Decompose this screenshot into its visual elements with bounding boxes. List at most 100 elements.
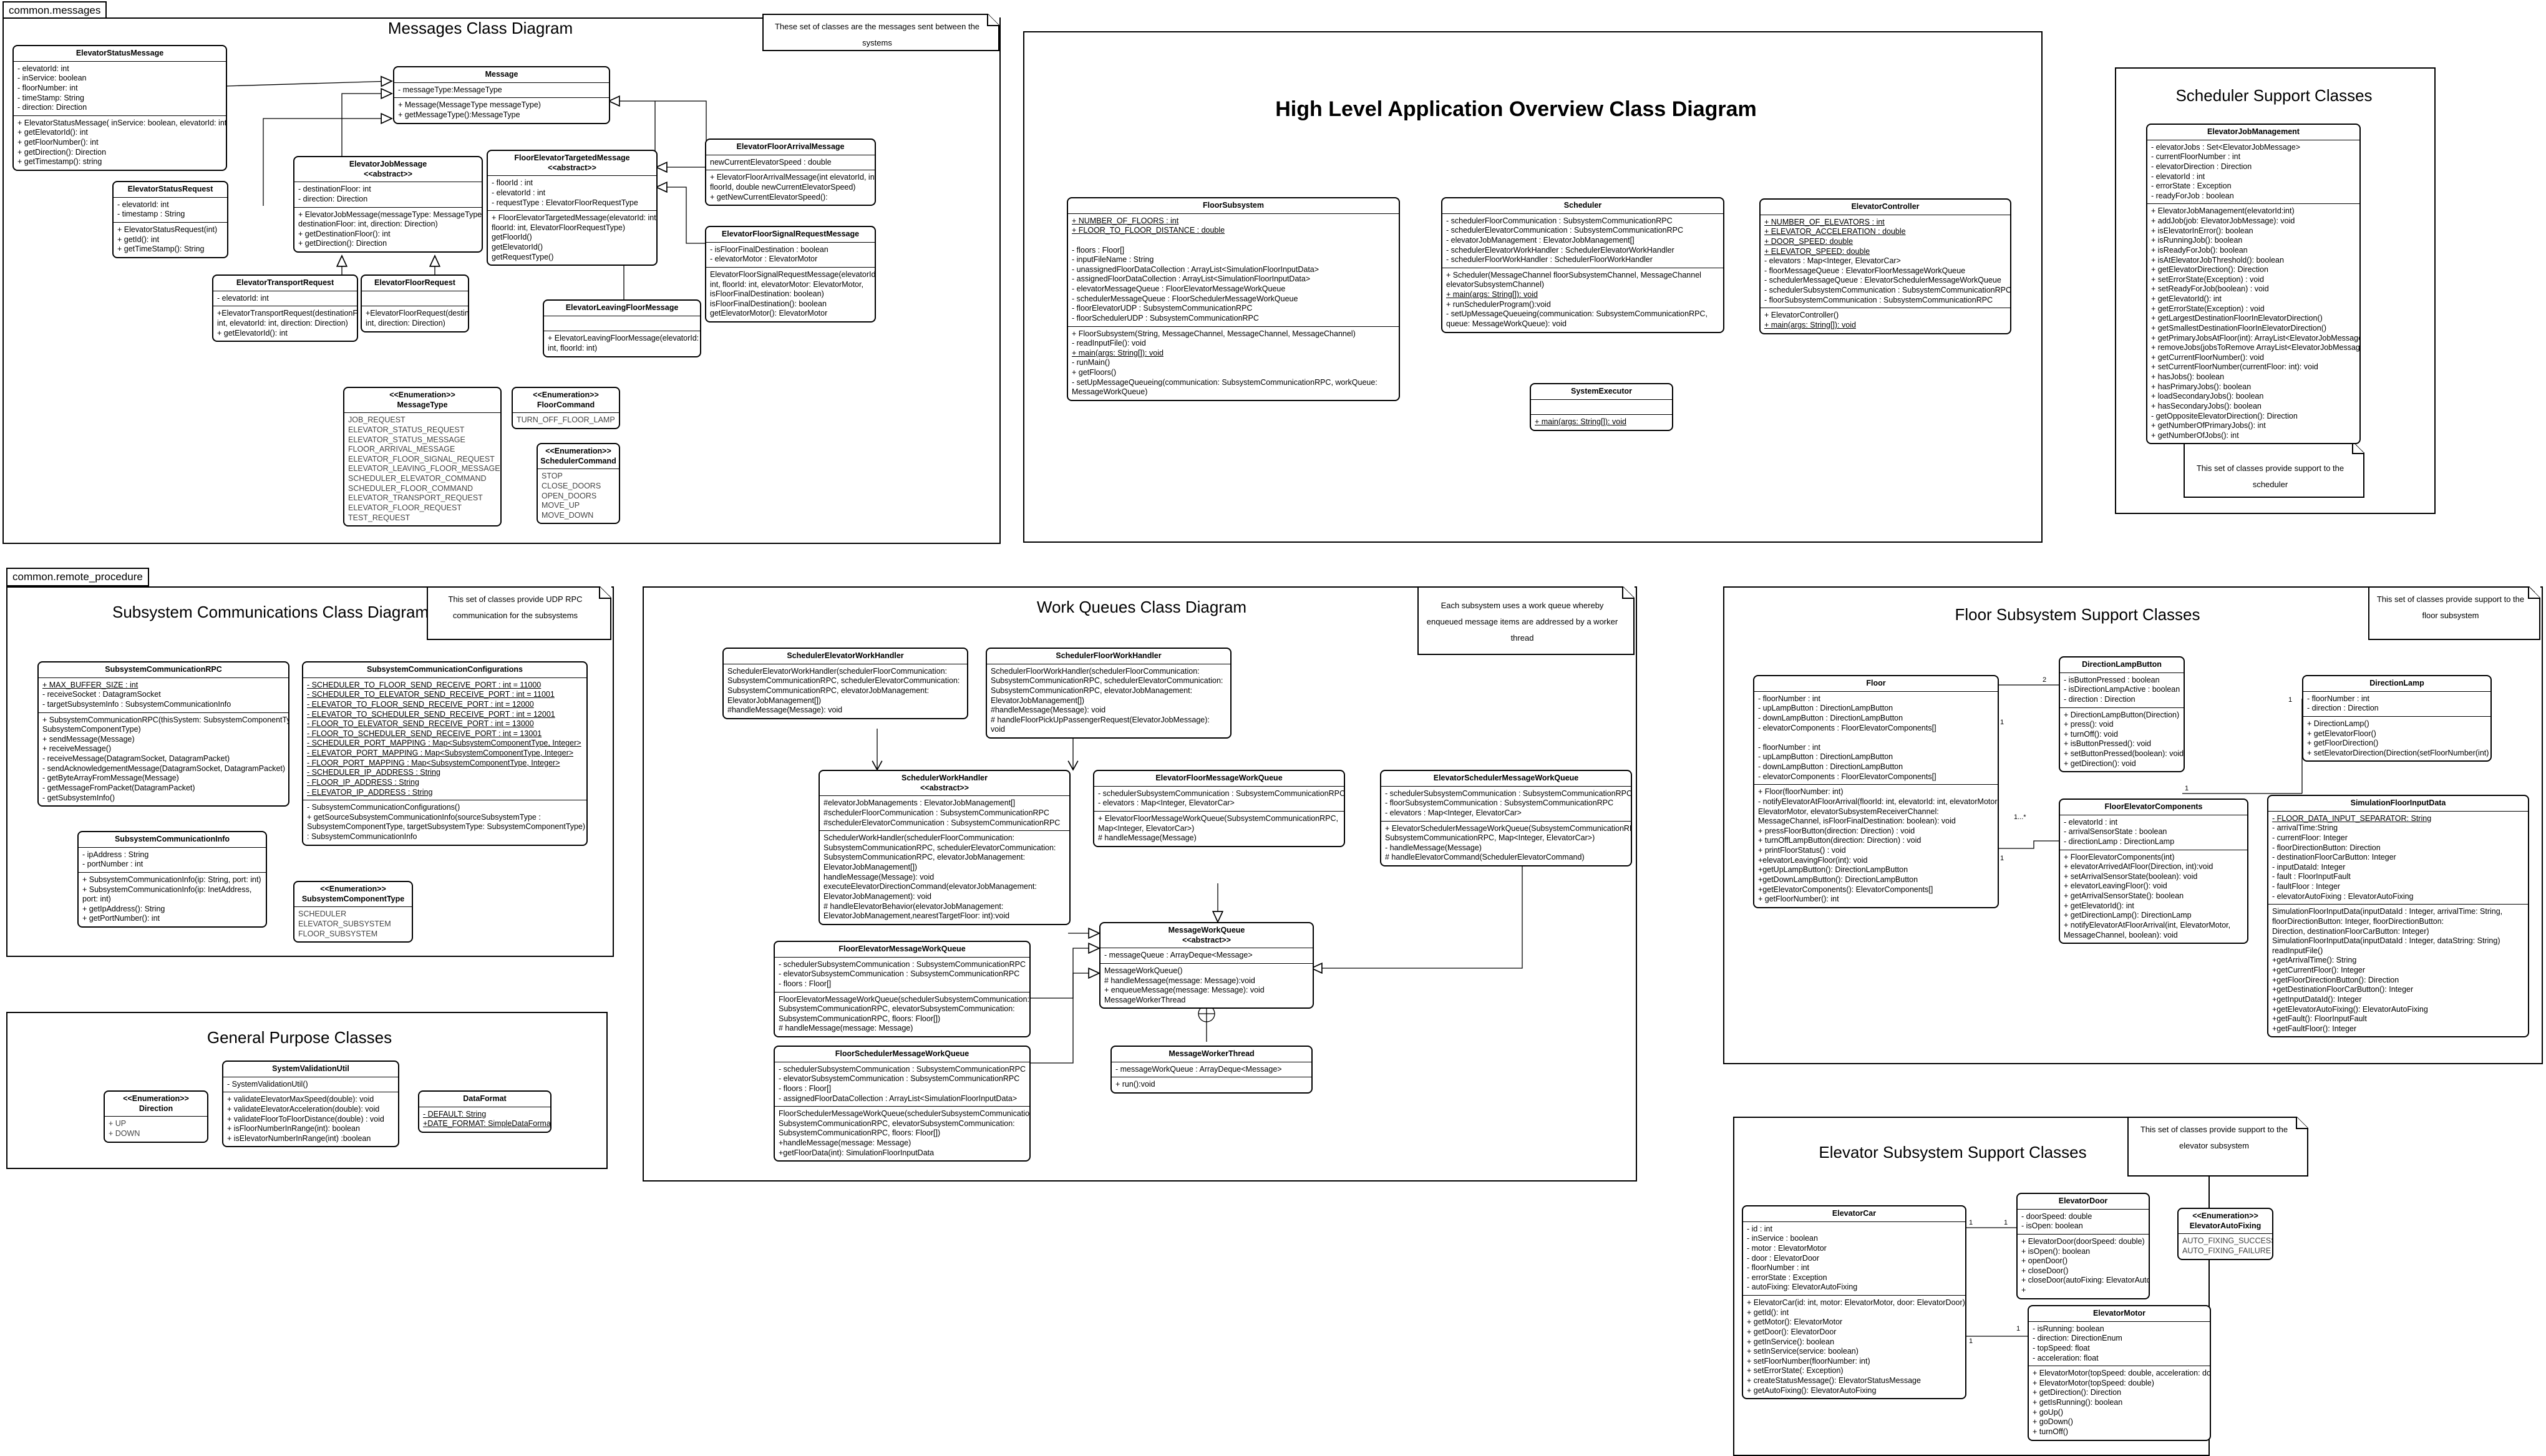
op-line: + getElevatorId(): int — [217, 328, 288, 337]
attr-line: #schedulerFloorCommunication : Subsystem… — [824, 808, 1049, 817]
op-line: SubsystemCommunicationRPC, elevatorSubsy… — [779, 1004, 1015, 1014]
class-name: MessageWorkerThread — [1112, 1047, 1311, 1062]
op-line: SchedulerWorkHandler(schedulerFloorCommu… — [824, 833, 1015, 843]
class-ops: + SubsystemCommunicationInfo(ip: String,… — [79, 873, 266, 926]
class-ops: + ElevatorFloorMessageWorkQueue(Subsyste… — [1094, 812, 1344, 846]
class-name: DirectionLamp — [2303, 676, 2490, 692]
class-attrs: - messageQueue : ArrayDeque<Message> — [1101, 948, 1313, 964]
class-name: ElevatorCar — [1743, 1206, 1965, 1222]
attr-line: - floorSchedulerUDP : SubsystemCommunica… — [1072, 313, 1259, 323]
attr-line — [1535, 402, 1668, 412]
op-line: + ElevatorStatusMessage( inService: bool… — [17, 118, 227, 127]
class-name: <<Enumeration>> MessageType — [344, 388, 500, 414]
op-line: + getIsRunning(): boolean — [2033, 1398, 2123, 1407]
class-name: Message — [394, 67, 609, 83]
attr-line: - errorState : Exception — [1747, 1273, 1827, 1282]
class-name: <<Enumeration>> SubsystemComponentType — [294, 882, 412, 908]
class-name: SchedulerFloorWorkHandler — [987, 649, 1230, 664]
note-scheduler: This set of classes provide support to t… — [2184, 442, 2364, 498]
op-line: +ElevatorTransportRequest(destinationFl — [217, 309, 358, 318]
class-name: SystemValidationUtil — [223, 1062, 398, 1077]
attr-line: SCHEDULER_FLOOR_COMMAND — [348, 483, 474, 493]
op-line: executeElevatorDirectionCommand(elevator… — [824, 882, 1037, 891]
attr-line: + ELEVATOR_SPEED: double — [1764, 246, 1870, 256]
attr-line: - readyForJob : boolean — [2151, 191, 2234, 200]
op-line: + setErrorState(Exception) : void — [2151, 274, 2264, 284]
attr-line: - SCHEDULER_PORT_MAPPING : Map<Subsystem… — [307, 739, 581, 748]
attr-line: - ELEVATOR_PORT_MAPPING : Map<SubsystemC… — [307, 749, 574, 757]
op-line: + getDestinationFloor(): int — [298, 229, 391, 238]
op-line: + ElevatorLeavingFloorMessage(elevatorId… — [548, 334, 699, 343]
op-line: + addJob(job: ElevatorJobMessage): void — [2151, 216, 2295, 225]
attr-line: - inputDataId: Integer — [2272, 862, 2346, 871]
class-elevator-motor: ElevatorMotor- isRunning: boolean- direc… — [2028, 1305, 2211, 1441]
class-attrs: - elevatorId : int- arrivalSensorState :… — [2060, 815, 2247, 850]
op-line: readInputFile() — [2272, 946, 2323, 955]
op-line: +getInputDataId(): Integer — [2272, 994, 2362, 1004]
class-name: SubsystemCommunicationConfigurations — [303, 662, 586, 678]
op-line: - sendAcknowledgementMessage(DatagramSoc… — [42, 764, 286, 773]
attr-line: - schedulerSubsystemCommunication : Subs… — [1098, 789, 1345, 798]
op-line: + ElevatorJobMessage(messageType: Messag… — [298, 210, 483, 219]
class-ops: - SubsystemCommunicationConfigurations()… — [303, 800, 586, 845]
attr-line: - floorNumber : int — [1758, 694, 1821, 703]
attr-line: - isButtonPressed : boolean — [2064, 675, 2160, 684]
class-attrs: - messageType:MessageType — [394, 83, 609, 99]
op-line: + setFloorNumber(floorNumber: int) — [1747, 1356, 1870, 1366]
op-line: - receiveMessage(DatagramSocket, Datagra… — [42, 754, 230, 763]
op-line: MessageWorkQueue) — [1072, 387, 1148, 397]
op-line: + getCurrentFloorNumber(): void — [2151, 352, 2264, 362]
class-name: <<Enumeration>> SchedulerCommand — [538, 444, 619, 470]
op-line: floorId, double newCurrentElevatorSpeed) — [710, 182, 856, 192]
attr-line — [366, 294, 464, 304]
op-line: - setUpMessageQueueing(communication: Su… — [1072, 377, 1377, 387]
op-line: getFloorId() — [492, 233, 532, 242]
attr-line: SCHEDULER — [298, 910, 347, 919]
class-name: SimulationFloorInputData — [2268, 796, 2528, 812]
class-name: DirectionLampButton — [2060, 658, 2184, 673]
class-elevator-controller: ElevatorController+ NUMBER_OF_ELEVATORS … — [1759, 198, 2011, 334]
op-line: + getMessageType():MessageType — [398, 110, 520, 119]
attr-line: - motor : ElevatorMotor — [1747, 1243, 1827, 1253]
attr-line: ELEVATOR_FLOOR_SIGNAL_REQUEST — [348, 454, 495, 463]
op-line: floorDirectionButton: Integer, floorDire… — [2272, 916, 2444, 926]
op-line: port: int) — [82, 895, 111, 904]
attr-line: - floors : Floor[] — [1072, 245, 1125, 255]
class-attrs — [1531, 400, 1672, 415]
op-line: + — [2021, 1286, 2026, 1294]
class-attrs: - DEFAULT: String+DATE_FORMAT: SimpleDat… — [419, 1107, 550, 1132]
op-line: + runSchedulerProgram():void — [1446, 299, 1551, 309]
attr-line: OPEN_DOORS — [542, 491, 597, 500]
op-line: + main(args: String[]): void — [1072, 348, 1164, 357]
attr-line: FLOOR_SUBSYSTEM — [298, 929, 378, 938]
attr-line: SubsystemCommunicationRPC, schedulerElev… — [991, 676, 1223, 686]
op-line: - getOppositeElevatorDirection(): Direct… — [2151, 411, 2298, 420]
op-line: FloorElevatorMessageWorkQueue(schedulerS… — [779, 994, 1030, 1004]
attr-line: - ELEVATOR_IP_ADDRESS : String — [307, 787, 433, 797]
attr-line: - upLampButton : DirectionLampButton — [1758, 704, 1893, 713]
title-messages: Messages Class Diagram — [387, 19, 573, 37]
attr-line: + ELEVATOR_ACCELERATION : double — [1764, 227, 1906, 236]
attr-line: SubsystemCommunicationRPC, schedulerElev… — [727, 676, 960, 686]
attr-line: - schedulerSubsystemCommunication : Subs… — [779, 1064, 1026, 1074]
attr-line: - schedulerElevatorCommunication : Subsy… — [1446, 226, 1684, 235]
attr-line: - FLOOR_DATA_INPUT_SEPARATOR: String — [2272, 813, 2432, 823]
class-elevator-job-management: ElevatorJobManagement- elevatorJobs : Se… — [2146, 124, 2361, 445]
op-line: isFloorFinalDestination: boolean) — [710, 289, 824, 299]
op-line: + isAtElevatorJobThreshold(): boolean — [2151, 255, 2284, 265]
class-floor-elevator-message-work-queue: FloorElevatorMessageWorkQueue- scheduler… — [774, 941, 1031, 1037]
op-line: + getElevatorFloor() — [2307, 729, 2376, 738]
attr-line: ElevatorJobManagement[]) — [727, 696, 822, 705]
mult-components-lamp-1: 1 — [2185, 785, 2189, 792]
attr-line: - requestType : ElevatorFloorRequestType — [492, 198, 638, 207]
class-ops: + FloorSubsystem(String, MessageChannel,… — [1068, 327, 1399, 400]
attr-line: - elevatorId : int — [2151, 172, 2205, 181]
class-attrs: - schedulerSubsystemCommunication : Subs… — [775, 1062, 1029, 1107]
op-line: +getDownLampButton(): DirectionLampButto… — [1758, 875, 1918, 884]
attr-line: - elevators : Map<Integer, ElevatorCar> — [1385, 808, 1522, 817]
op-line: - SubsystemCommunicationConfigurations() — [307, 803, 460, 812]
op-line: + setReadyForJob(boolean) : void — [2151, 284, 2269, 294]
op-line: + FloorElevatorComponents(int) — [2064, 852, 2175, 861]
